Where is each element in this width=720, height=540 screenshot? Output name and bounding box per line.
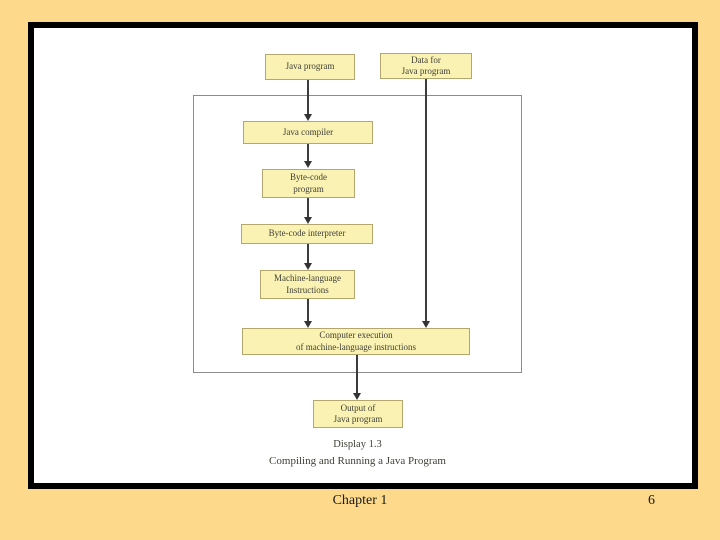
box-label: Java program — [285, 61, 335, 72]
arrow-line-interpreter-to-machine-language — [307, 244, 309, 263]
arrowhead-icon — [304, 217, 312, 224]
figure-title: Compiling and Running a Java Program — [269, 455, 446, 467]
slide-canvas: Java program Data for Java program Java … — [28, 22, 698, 489]
arrow-line-compiler-to-bytecode-program — [307, 144, 309, 162]
flowchart-box-computer-execution: Computer execution of machine-language i… — [242, 328, 470, 355]
box-label: Data for — [411, 54, 441, 65]
box-label: Output of — [340, 402, 376, 413]
footer-page-number: 6 — [648, 493, 655, 508]
arrow-line-execution-to-output — [356, 355, 358, 393]
box-label: Machine-language — [274, 273, 341, 284]
arrowhead-icon — [304, 321, 312, 328]
box-label: Java compiler — [282, 126, 334, 137]
box-label: of machine-language instructions — [296, 341, 416, 352]
arrowhead-icon — [422, 321, 430, 328]
arrow-line-machine-language-to-execution — [307, 299, 309, 321]
flowchart-box-java-program: Java program — [265, 54, 355, 80]
arrow-line-bytecode-program-to-interpreter — [307, 198, 309, 217]
flowchart-box-byte-code-program: Byte-code program — [262, 169, 355, 198]
flowchart-box-output-of-java-program: Output of Java program — [313, 400, 403, 428]
process-boundary-rect — [193, 95, 522, 373]
arrow-line-java-program-to-compiler — [307, 80, 309, 115]
box-label: Byte-code interpreter — [268, 228, 346, 239]
arrow-line-data-to-execution — [425, 79, 427, 321]
box-label: program — [293, 183, 324, 194]
footer-chapter-label: Chapter 1 — [332, 493, 388, 508]
arrowhead-icon — [304, 161, 312, 168]
box-label: Instructions — [286, 284, 329, 295]
arrowhead-icon — [304, 263, 312, 270]
flowchart-box-machine-language-instructions: Machine-language Instructions — [260, 270, 355, 299]
box-label: Byte-code — [290, 172, 327, 183]
flowchart-box-byte-code-interpreter: Byte-code interpreter — [241, 224, 373, 244]
arrowhead-icon — [304, 114, 312, 121]
box-label: Java program — [333, 414, 383, 424]
flowchart-box-java-compiler: Java compiler — [243, 121, 373, 144]
box-label: Computer execution — [319, 330, 393, 341]
figure-display-label: Display 1.3 — [333, 439, 382, 450]
flowchart-box-data-for-java-program: Data for Java program — [380, 53, 472, 79]
box-label: Java program — [401, 66, 451, 76]
arrowhead-icon — [353, 393, 361, 400]
